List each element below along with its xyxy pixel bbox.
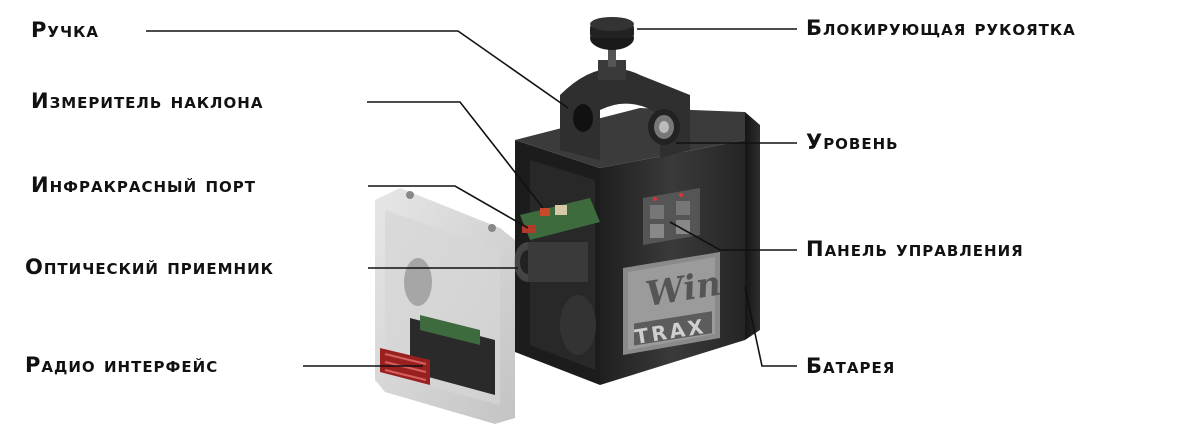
label-control-panel: Панель управления bbox=[806, 237, 1024, 261]
handle-hole bbox=[573, 104, 593, 132]
panel-button-right bbox=[676, 201, 690, 215]
optical-receiver bbox=[514, 242, 588, 282]
battery-cylinder bbox=[560, 295, 596, 355]
label-locking-knob: Блокирующая рукоятка bbox=[806, 16, 1076, 40]
level-vial bbox=[648, 109, 680, 145]
label-battery: Батарея bbox=[806, 354, 896, 378]
leader-lines bbox=[146, 28, 797, 367]
panel-button-left bbox=[650, 205, 664, 219]
label-handle: Ручка bbox=[31, 18, 99, 42]
wintrax-logo-plate bbox=[623, 252, 720, 355]
label-level: Уровень bbox=[806, 130, 899, 154]
leader-control-panel bbox=[669, 221, 797, 251]
control-panel bbox=[643, 188, 700, 245]
radio-interface bbox=[380, 315, 495, 395]
leader-battery bbox=[744, 286, 797, 367]
label-radio-interface: Радио интерфейс bbox=[25, 353, 219, 377]
handle-assembly bbox=[560, 17, 690, 160]
leader-handle bbox=[146, 30, 569, 109]
inclinometer-board bbox=[520, 198, 600, 240]
label-infrared-port: Инфракрасный порт bbox=[31, 173, 256, 197]
label-inclinometer: Измеритель наклона bbox=[31, 89, 264, 113]
label-optical-receiver: Оптический приемник bbox=[25, 255, 274, 279]
housing-right-edge bbox=[745, 112, 760, 340]
leader-inclinometer bbox=[367, 101, 544, 209]
leader-infrared-port bbox=[368, 185, 529, 229]
